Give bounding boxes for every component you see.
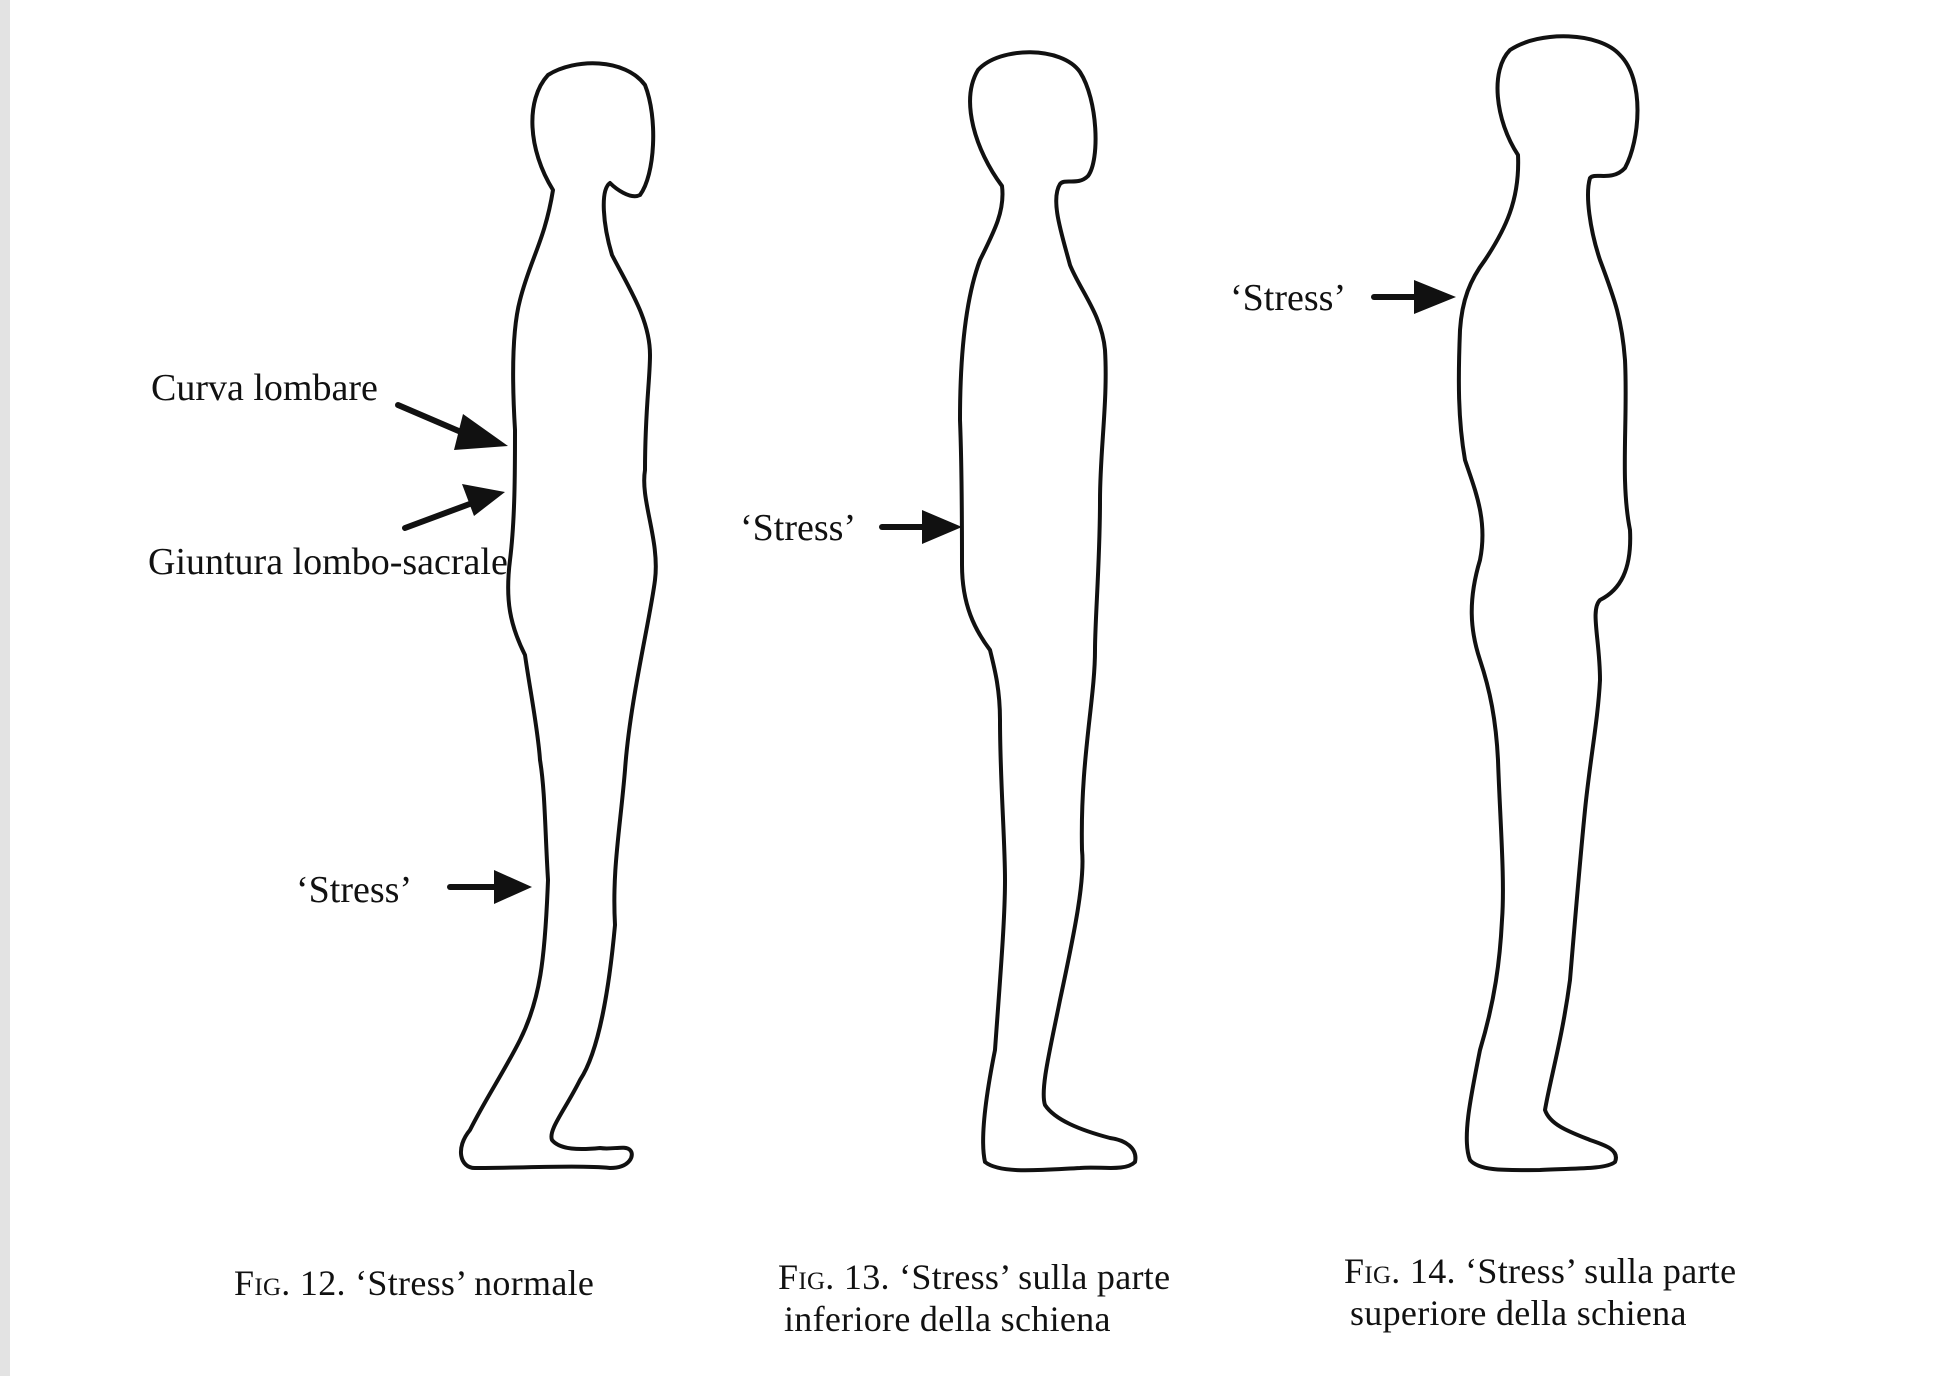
arrow-stress-fig13 (879, 510, 962, 544)
body-outline-fig12 (459, 61, 658, 1170)
label-giuntura-lombo-sacrale: Giuntura lombo-sacrale (148, 541, 508, 583)
caption-fig-abbrev: Fig. (778, 1257, 835, 1297)
label-curva-lombare: Curva lombare (151, 367, 378, 409)
arrow-stress-fig14 (1371, 280, 1456, 314)
arrow-curva-lombare (395, 402, 508, 450)
caption-fig-abbrev: Fig. (1344, 1251, 1401, 1291)
caption-fig-abbrev: Fig. (234, 1263, 291, 1303)
caption-fig13: Fig. 13. ‘Stress’ sulla parte inferiore … (778, 1256, 1170, 1340)
label-stress-fig12: ‘Stress’ (296, 869, 413, 911)
caption-line1: 14. ‘Stress’ sulla parte (1409, 1251, 1737, 1291)
scan-margin (0, 0, 10, 1376)
body-outline-fig14 (1456, 34, 1640, 1173)
arrow-giuntura (402, 484, 505, 531)
label-stress-fig14: ‘Stress’ (1230, 277, 1347, 319)
label-stress-fig13: ‘Stress’ (740, 507, 857, 549)
caption-line1: 12. ‘Stress’ normale (299, 1263, 595, 1303)
caption-line2: superiore della schiena (1350, 1293, 1687, 1333)
body-outline-fig13 (958, 50, 1138, 1173)
arrow-stress-fig12 (447, 870, 532, 904)
caption-line1: 13. ‘Stress’ sulla parte (843, 1257, 1171, 1297)
caption-line2: inferiore della schiena (784, 1299, 1111, 1339)
caption-fig14: Fig. 14. ‘Stress’ sulla parte superiore … (1344, 1250, 1736, 1334)
caption-fig12: Fig. 12. ‘Stress’ normale (234, 1262, 594, 1304)
